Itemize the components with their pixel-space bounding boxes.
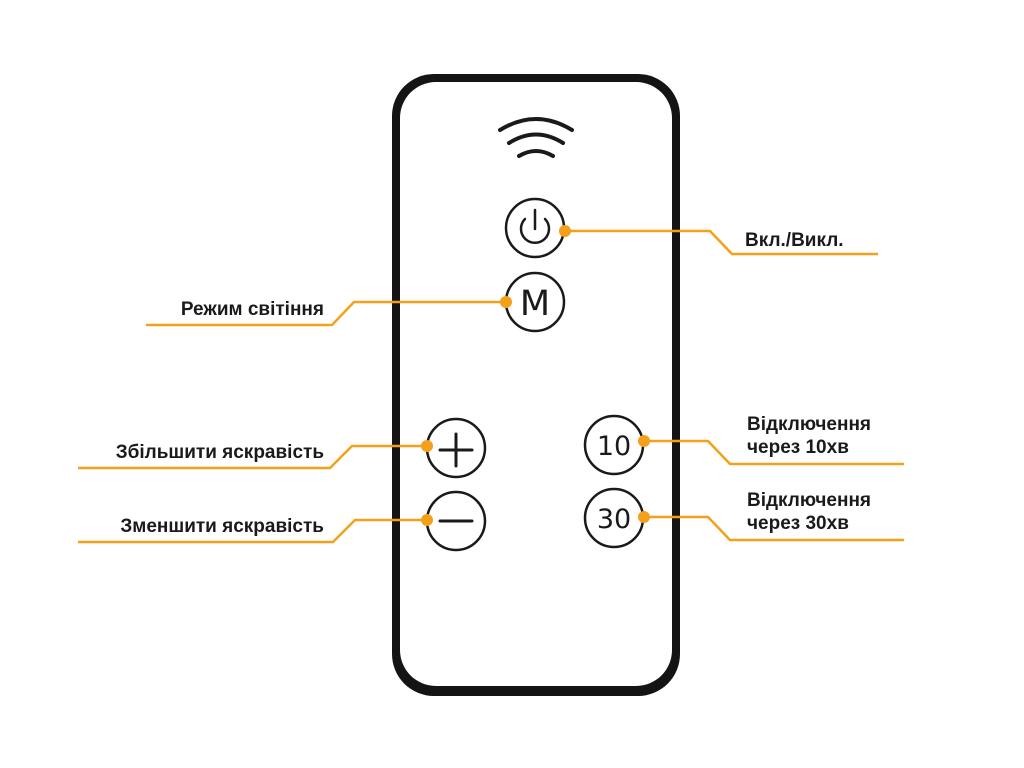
- mode-button-label: M: [520, 284, 550, 324]
- power-icon: [519, 208, 551, 245]
- power-button[interactable]: [504, 197, 566, 259]
- callout-label-brightness-up: Збільшити яскравість: [115, 442, 324, 463]
- callout-dot-brightness-down: [421, 514, 433, 526]
- mode-button[interactable]: M: [504, 271, 566, 333]
- callout-label-timer30-line2: через 30хв: [747, 513, 849, 534]
- callout-label-brightness-down: Зменшити яскравість: [120, 516, 324, 537]
- callout-label-timer10-line2: через 10хв: [747, 437, 849, 458]
- callout-dot-mode: [500, 296, 512, 308]
- timer-30-label: 30: [597, 504, 631, 535]
- callout-label-mode: Режим світіння: [180, 299, 324, 320]
- brightness-down-button[interactable]: [425, 490, 487, 552]
- callout-line-timer30: [644, 515, 904, 542]
- remote-bottom-notch: [590, 690, 612, 696]
- callout-dot-timer30: [638, 511, 650, 523]
- remote-bottom-tab: [455, 690, 575, 696]
- wireless-signal-icon: [498, 117, 574, 158]
- callout-line-brightness-up: [78, 444, 427, 470]
- callout-label-timer30-line1: Відключення: [747, 490, 872, 511]
- brightness-up-button[interactable]: [425, 417, 487, 479]
- callout-line-timer10: [644, 439, 904, 466]
- timer-30-button[interactable]: 30: [583, 487, 645, 549]
- callout-dot-brightness-up: [421, 440, 433, 452]
- callout-line-power: [565, 229, 878, 256]
- callout-line-mode: [146, 300, 506, 327]
- callout-dot-power: [559, 225, 571, 237]
- callout-line-brightness-down: [78, 518, 427, 544]
- callout-label-power: Вкл./Викл.: [745, 230, 844, 251]
- remote-face: [400, 82, 672, 686]
- callout-label-timer10-line1: Відключення: [747, 414, 872, 435]
- timer-10-label: 10: [597, 431, 631, 462]
- callout-dot-timer10: [638, 435, 650, 447]
- timer-10-button[interactable]: 10: [583, 414, 645, 476]
- plus-icon: [438, 432, 474, 468]
